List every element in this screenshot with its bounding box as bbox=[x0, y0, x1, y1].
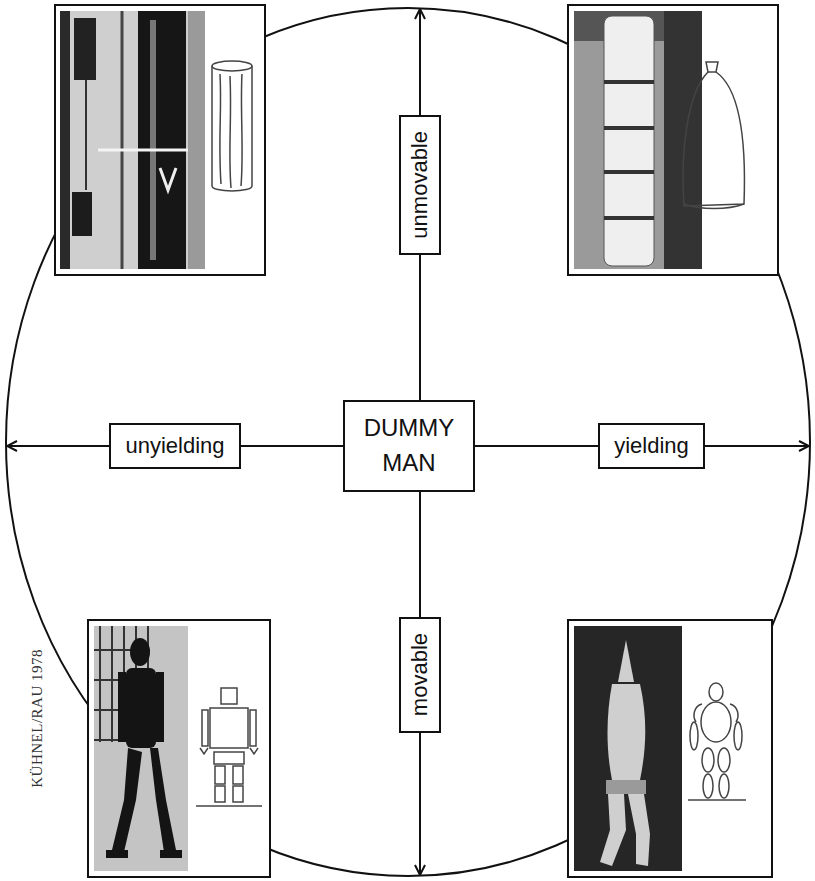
arrow-shaft bbox=[419, 9, 421, 115]
credit-text: KÜHNEL/RAU 1978 bbox=[29, 649, 46, 788]
outer-circle bbox=[6, 8, 810, 876]
property-box: movable bbox=[399, 617, 441, 733]
box-text: unmovable bbox=[407, 131, 433, 239]
property-box: unyielding bbox=[109, 423, 241, 469]
box-text: DUMMY MAN bbox=[359, 411, 459, 481]
box-text: movable bbox=[407, 633, 433, 716]
log-photo-panel bbox=[55, 5, 265, 275]
box-text: yielding bbox=[614, 433, 689, 459]
property-box: yielding bbox=[598, 423, 705, 469]
arrow-shaft bbox=[419, 733, 421, 875]
connector-line bbox=[419, 492, 421, 617]
connector-line bbox=[475, 445, 598, 447]
sandbag-photo-panel bbox=[568, 5, 778, 275]
connector-line bbox=[419, 255, 421, 400]
rigid-dummy-photo-panel bbox=[88, 620, 270, 877]
arrow-shaft bbox=[7, 445, 109, 447]
flexible-dummy-photo-panel bbox=[568, 620, 772, 877]
property-box: unmovable bbox=[399, 115, 441, 255]
box-text: unyielding bbox=[125, 433, 224, 459]
center-box: DUMMY MAN bbox=[343, 400, 475, 492]
credit-label: KÜHNEL/RAU 1978 bbox=[29, 649, 46, 788]
arrow-shaft bbox=[705, 445, 809, 447]
connector-line bbox=[241, 445, 343, 447]
